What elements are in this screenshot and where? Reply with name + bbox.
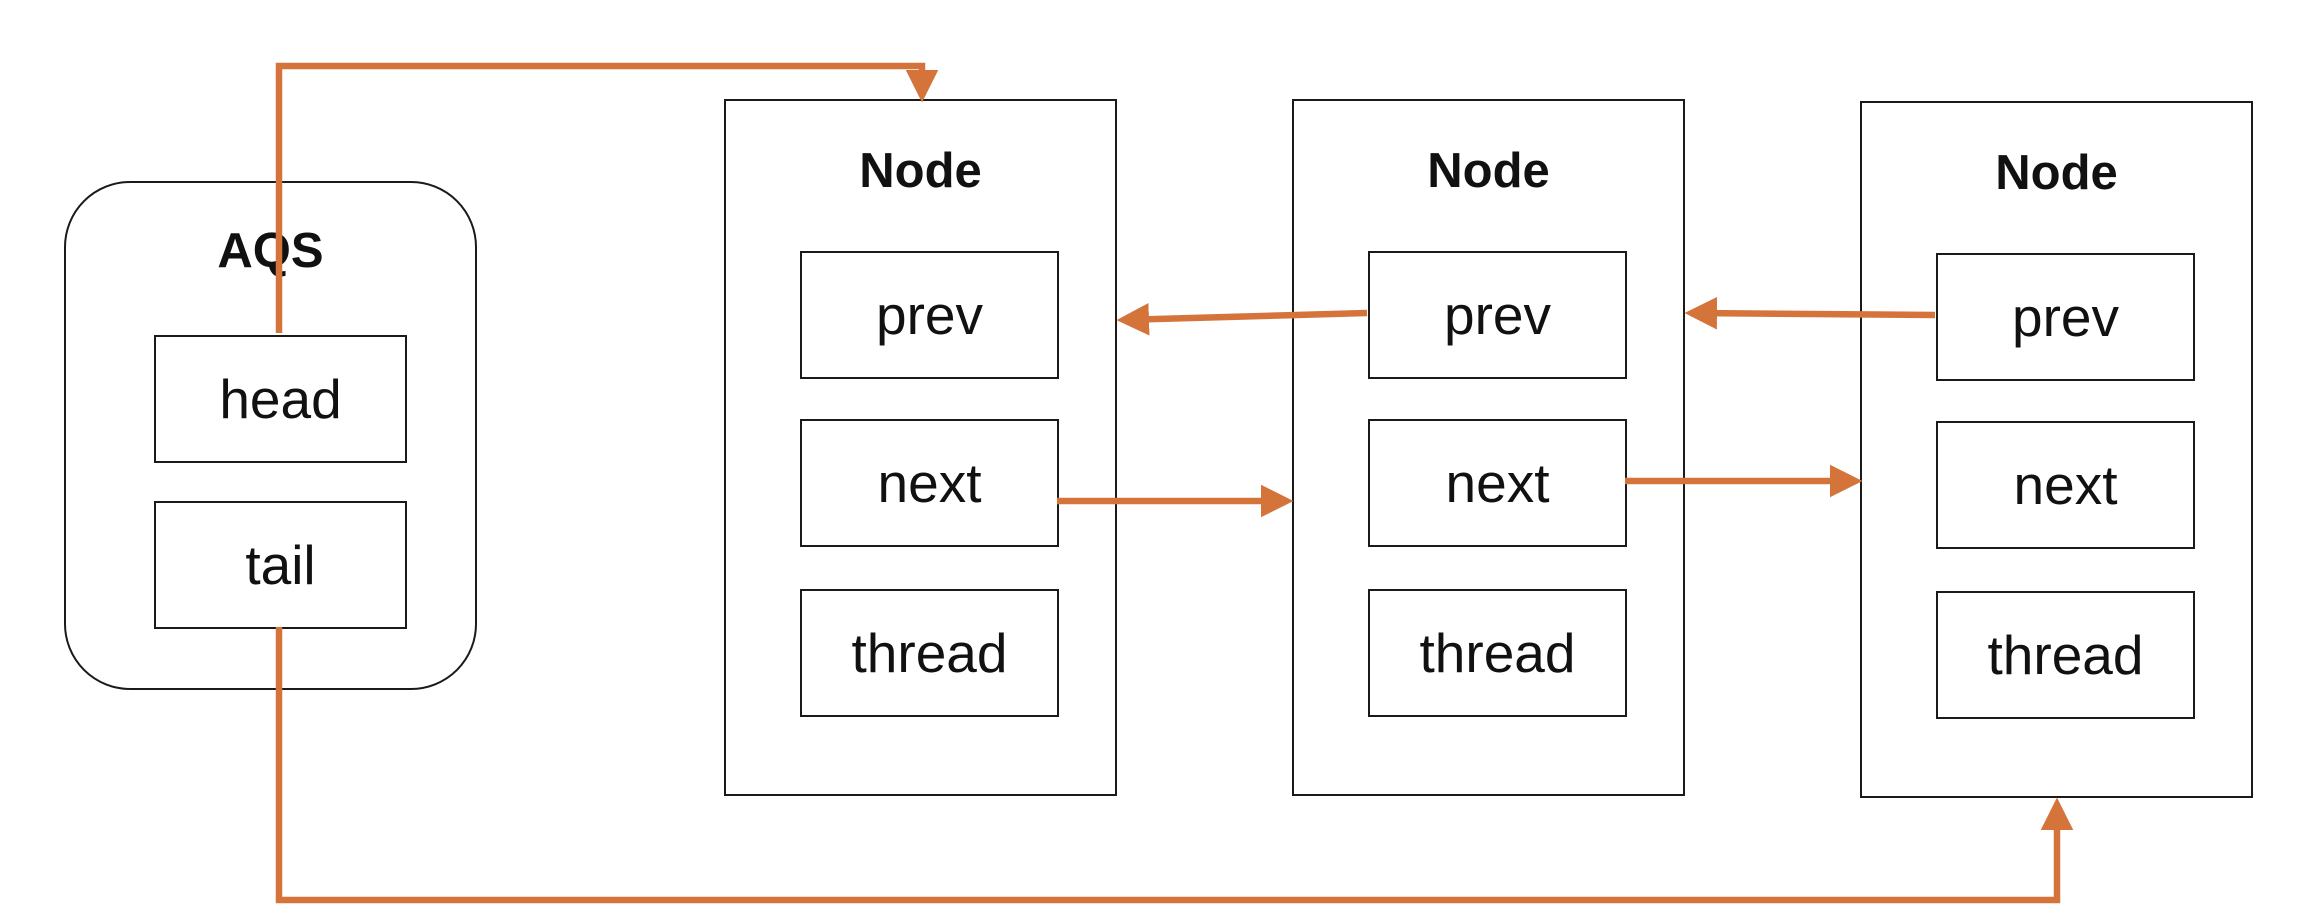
node-3-prev-field: prev — [1936, 253, 2195, 381]
node-1-thread-field: thread — [800, 589, 1059, 717]
node-3-title: Node — [1995, 146, 2118, 200]
node-2-prev-to-node-1-arrow — [1116, 303, 1368, 336]
aqs-title: AQS — [217, 224, 324, 278]
node-3-box: Node prev next thread — [1860, 101, 2253, 798]
node-3-thread-field: thread — [1936, 591, 2195, 719]
node-2-box: Node prev next thread — [1292, 99, 1685, 796]
node-2-next-field: next — [1368, 419, 1627, 547]
aqs-box: AQS head tail — [64, 181, 477, 690]
aqs-head-field: head — [154, 335, 407, 463]
node-3-prev-to-node-2-arrow — [1684, 296, 1936, 330]
head-to-node-1-arrow — [275, 62, 939, 333]
node-3-next-field: next — [1936, 421, 2195, 549]
node-2-thread-field: thread — [1368, 589, 1627, 717]
node-2-title: Node — [1427, 144, 1550, 198]
node-1-title: Node — [859, 144, 982, 198]
node-1-next-field: next — [800, 419, 1059, 547]
aqs-tail-field: tail — [154, 501, 407, 629]
node-2-prev-field: prev — [1368, 251, 1627, 379]
node-1-prev-field: prev — [800, 251, 1059, 379]
tail-to-node-3-arrow — [275, 627, 2074, 904]
node-1-box: Node prev next thread — [724, 99, 1117, 796]
